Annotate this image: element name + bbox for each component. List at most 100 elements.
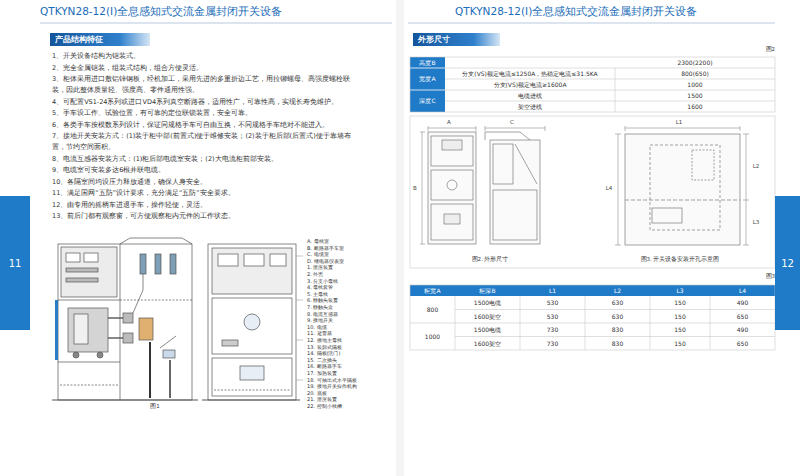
page-header: QTKYN28-12(I)全息感知式交流金属封闭开关设备 — [455, 5, 775, 18]
table-cell: L3 — [650, 287, 710, 295]
front-view-drawing — [442, 140, 462, 150]
leader-line — [296, 340, 303, 341]
table-cell: 830 — [585, 340, 650, 348]
side-view-drawing — [485, 132, 540, 244]
dimension-line — [746, 200, 747, 245]
table-cell: 650 — [710, 340, 775, 348]
dimension-line — [428, 126, 429, 131]
table-cell: 1500 — [615, 92, 775, 100]
table-grid — [410, 57, 775, 112]
part-name: 12. 接地主母线 — [307, 337, 392, 343]
part-name: 7. 静触头盒 — [307, 304, 392, 310]
floor-plan-drawing — [650, 145, 720, 230]
feature-item: 6、各类手车按模数系列设计，保证同规格手车可自由互换，不同规格手车绝对不能进入。 — [52, 120, 357, 131]
dimension-line — [740, 126, 741, 131]
cabinet-section-drawing — [108, 337, 123, 338]
table-cell: 架空进线 — [445, 103, 615, 111]
dimension-line — [420, 132, 425, 133]
cabinet-section-drawing — [52, 238, 198, 400]
dimension-label: L3 — [749, 219, 763, 226]
table-cell: 2300(2200) — [615, 59, 775, 67]
table-cell: 530 — [520, 313, 585, 321]
cabinet-section-drawing — [52, 399, 198, 400]
cabinet-section-drawing — [108, 317, 123, 318]
table-cell: 800(650) — [615, 70, 775, 78]
table-cell: 分支(VS)额定电流≥1600A — [445, 81, 615, 89]
front-view-drawing — [447, 180, 457, 190]
cabinet-section-drawing — [163, 350, 175, 358]
page-tab: 11 — [0, 196, 30, 330]
feature-item: 10、各隔室间均设压力释放通道，确保人身安全。 — [52, 177, 357, 188]
front-view-drawing — [431, 204, 473, 240]
dimension-line — [743, 134, 749, 135]
part-name: 3. 分支小母线 — [307, 278, 392, 284]
dimension-line — [625, 128, 740, 129]
part-name: 5. 主母线 — [307, 291, 392, 297]
dimension-label: C — [507, 119, 517, 126]
part-name: 11. 避雷器 — [307, 330, 392, 336]
cabinet-front-drawing — [212, 248, 292, 294]
table-grid — [410, 68, 445, 69]
floor-plan-drawing — [625, 200, 740, 201]
header-rule — [40, 22, 775, 23]
section-heading: 外形尺寸 — [413, 33, 500, 46]
table-grid — [520, 296, 521, 350]
cabinet-section-drawing — [133, 274, 143, 313]
table-grid — [455, 309, 775, 310]
cabinet-front-drawing — [214, 390, 290, 391]
box-text: 外形尺寸 — [418, 34, 450, 45]
dimension-line — [618, 134, 619, 245]
dimension-label: B — [411, 185, 419, 192]
table-cell: 1600架空 — [455, 313, 520, 321]
part-name: 9. 接地开关 — [307, 317, 392, 323]
figure-caption: 图2. 外形尺寸 — [430, 256, 550, 263]
feature-item: 8、电流互感器安装方式：(1)柜后部电缆室安装；(2)大电流柜前部安装。 — [52, 154, 357, 165]
table-cell: 530 — [520, 299, 585, 307]
table-cell: 730 — [520, 326, 585, 334]
part-name: 19. 接地开关操作机构 — [307, 383, 392, 389]
cabinet-section-drawing — [120, 238, 192, 244]
table-cell: 150 — [650, 340, 710, 348]
feature-item: 1、开关设备结构为铠装式。 — [52, 51, 357, 62]
cabinet-section-drawing — [169, 360, 171, 398]
cabinet-front-drawing — [202, 399, 300, 400]
table-grid — [410, 90, 445, 112]
part-name: 22. 控制小线槽 — [307, 403, 392, 409]
front-view-drawing — [431, 170, 473, 200]
table-cell: 800 — [410, 306, 455, 314]
table-grid — [410, 285, 775, 350]
header-rule — [408, 22, 775, 23]
part-name: A. 母线室 — [307, 238, 392, 244]
cabinet-front-drawing — [222, 340, 238, 346]
table-cell: 1600 — [615, 103, 775, 111]
front-view-drawing — [431, 136, 473, 166]
table-cell: 深度C — [410, 97, 445, 105]
side-view-drawing — [515, 144, 537, 184]
cabinet-front-drawing — [240, 366, 264, 380]
table-cell: L4 — [710, 287, 775, 295]
part-name: 13. 装卸式隔板 — [307, 344, 392, 350]
dimension-line — [743, 200, 749, 201]
table-cell: 柜深B — [455, 287, 520, 295]
table-grid — [710, 296, 711, 350]
table-cell: 730 — [520, 340, 585, 348]
table-cell: 1000 — [410, 333, 455, 341]
cabinet-front-drawing — [270, 254, 286, 266]
table-cell: 150 — [650, 299, 710, 307]
cabinet-section-drawing — [140, 254, 146, 274]
front-view-drawing — [444, 214, 460, 224]
table-cell: 150 — [650, 326, 710, 334]
table-grid — [455, 296, 456, 350]
side-view-drawing — [485, 132, 530, 140]
part-name: 4. 母线套管 — [307, 284, 392, 290]
dimension-label: L4 — [602, 185, 616, 192]
dimension-label: A — [444, 119, 454, 126]
table-cell: L2 — [585, 287, 650, 295]
table-grid — [615, 68, 616, 112]
part-name: 1. 泄压装置 — [307, 264, 392, 270]
table-cell: 高度B — [410, 59, 445, 67]
part-name: 14. 隔板(活门) — [307, 350, 392, 356]
feature-item: 5、手车设工作、试验位置，有可靠的定位联锁装置，安全可靠。 — [52, 108, 357, 119]
table-cell: 830 — [585, 326, 650, 334]
